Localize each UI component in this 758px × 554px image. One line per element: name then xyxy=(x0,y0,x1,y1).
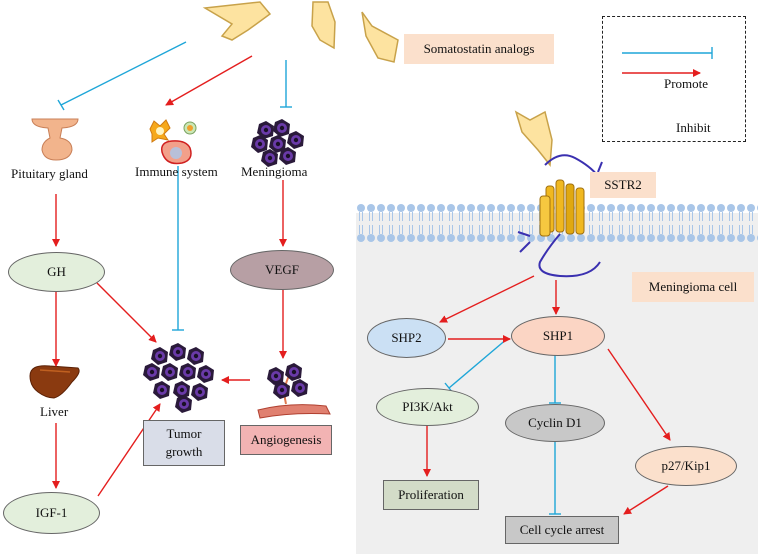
gh-node: GH xyxy=(8,252,105,292)
immune-system-label: Immune system xyxy=(135,164,218,179)
inhibit-arrows xyxy=(57,41,713,515)
receptor-icon xyxy=(517,154,603,278)
p27-kip1-node: p27/Kip1 xyxy=(635,446,737,486)
vegf-node: VEGF xyxy=(230,250,334,290)
tumor-growth-box: Tumor growth xyxy=(143,420,225,466)
legend-inhibit-label: Inhibit xyxy=(676,120,711,135)
vessel-icon xyxy=(257,363,331,419)
drug-label: Somatostatin analogs xyxy=(404,34,554,64)
pituitary-icon xyxy=(31,118,79,161)
receptor-label: SSTR2 xyxy=(590,172,656,198)
cell-cycle-arrest-box: Cell cycle arrest xyxy=(505,516,619,544)
pituitary-gland-label: Pituitary gland xyxy=(11,166,88,181)
drug-chevron-icon xyxy=(202,1,553,167)
tumor-cluster-icon xyxy=(143,343,214,413)
proliferation-box: Proliferation xyxy=(383,480,479,510)
meningioma-label: Meningioma xyxy=(241,164,308,179)
pi3k-akt-node: PI3K/Akt xyxy=(376,388,479,426)
liver-icon xyxy=(29,365,80,399)
immune-cells-icon xyxy=(149,119,197,165)
shp1-node: SHP1 xyxy=(511,316,605,356)
meningioma-cells-icon xyxy=(251,119,304,167)
angiogenesis-box: Angiogenesis xyxy=(240,425,332,455)
liver-label: Liver xyxy=(40,404,69,419)
shp2-node: SHP2 xyxy=(367,318,446,358)
legend-promote-label: Promote xyxy=(664,76,709,91)
legend xyxy=(602,16,746,142)
cell-label: Meningioma cell xyxy=(632,272,754,302)
cyclin-d1-node: Cyclin D1 xyxy=(505,404,605,442)
igf1-node: IGF-1 xyxy=(3,492,100,534)
